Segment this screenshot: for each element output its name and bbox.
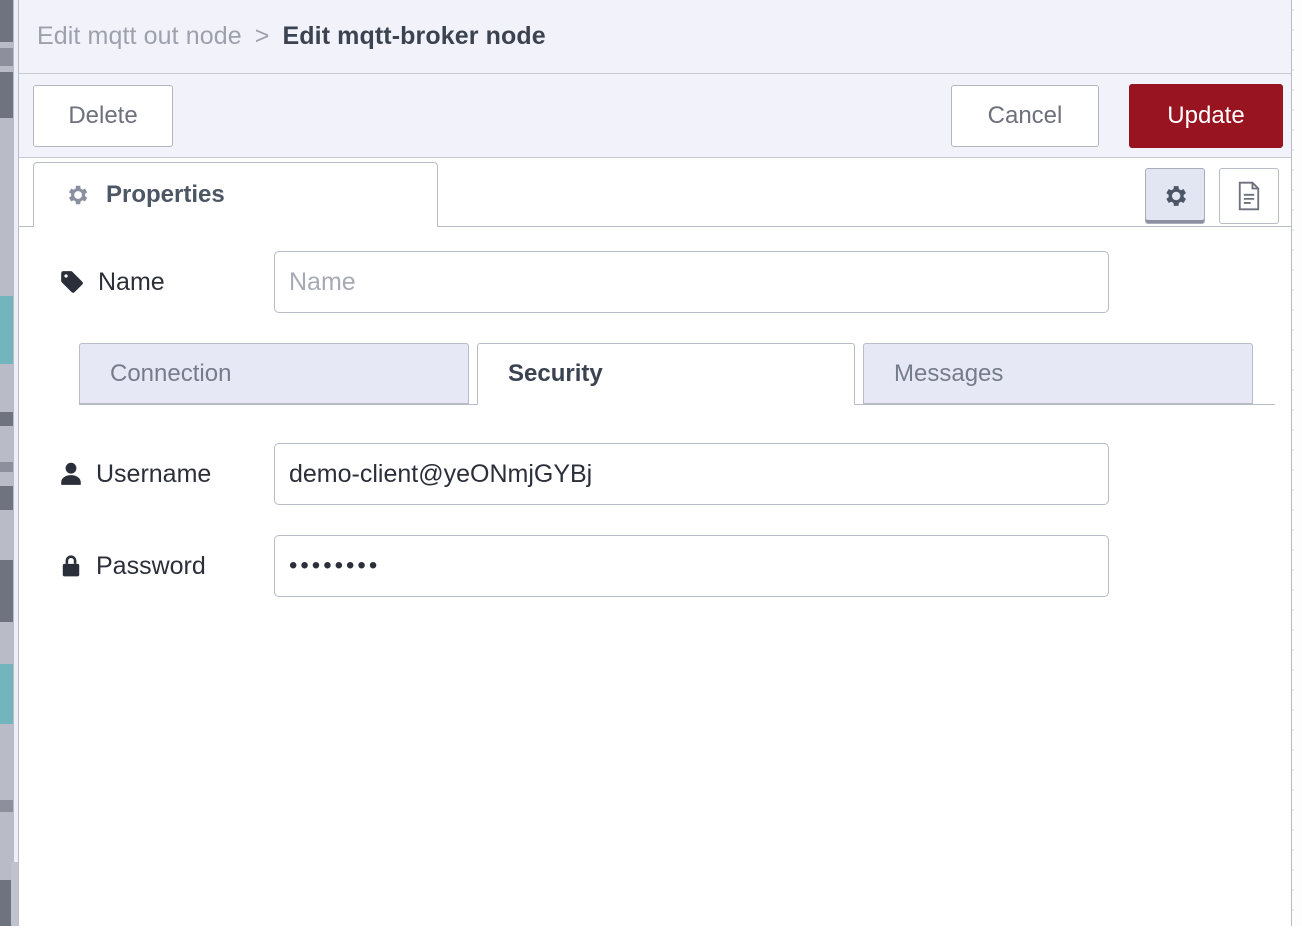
edit-node-dialog: Edit mqtt out node > Edit mqtt-broker no…	[18, 0, 1292, 950]
form-row-password: Password	[19, 535, 1291, 597]
palette-node	[0, 880, 13, 926]
name-label-text: Name	[98, 267, 165, 296]
breadcrumb-separator: >	[254, 22, 270, 50]
palette-node	[0, 48, 13, 66]
palette-node	[0, 0, 13, 42]
palette-node	[0, 412, 13, 426]
toolbar-right-group: Cancel Update	[951, 83, 1283, 148]
palette-node	[0, 462, 13, 472]
palette-node	[0, 800, 13, 812]
dialog-toolbar: Delete Cancel Update	[19, 74, 1291, 158]
palette-node	[0, 560, 13, 622]
tab-properties[interactable]: Properties	[33, 162, 438, 227]
properties-view-button[interactable]	[1145, 168, 1205, 224]
gear-icon	[64, 182, 90, 208]
cancel-button[interactable]: Cancel	[951, 84, 1099, 147]
node-palette-strip	[0, 0, 14, 926]
palette-node	[0, 72, 13, 118]
username-label: Username	[59, 460, 274, 489]
name-label: Name	[59, 268, 274, 297]
tab-messages[interactable]: Messages	[863, 343, 1253, 404]
password-input[interactable]	[274, 535, 1109, 597]
username-input[interactable]	[274, 443, 1109, 505]
palette-node	[0, 296, 13, 364]
canvas-scrollbar-thumb[interactable]	[11, 862, 22, 926]
username-label-text: Username	[96, 459, 212, 488]
user-icon	[59, 461, 83, 487]
update-button[interactable]: Update	[1129, 83, 1283, 148]
password-label-text: Password	[96, 551, 206, 580]
tag-icon	[59, 269, 85, 295]
tab-messages-label: Messages	[894, 359, 1004, 387]
breadcrumb-parent[interactable]: Edit mqtt out node	[37, 22, 242, 50]
form-row-name: Name	[19, 251, 1291, 313]
description-view-button[interactable]	[1219, 168, 1279, 224]
document-icon	[1235, 181, 1263, 211]
dialog-header: Edit mqtt out node > Edit mqtt-broker no…	[19, 0, 1291, 74]
palette-node	[0, 664, 13, 724]
tab-properties-label: Properties	[106, 181, 225, 208]
name-input[interactable]	[274, 251, 1109, 313]
tab-connection-label: Connection	[110, 359, 232, 387]
tabbar-icon-group	[1145, 168, 1279, 224]
security-section-tabs: Connection Security Messages	[79, 343, 1275, 405]
dialog-body: Name Connection Security Messages	[19, 251, 1291, 950]
tab-security[interactable]: Security	[477, 343, 855, 405]
gear-icon	[1161, 182, 1189, 210]
tab-security-label: Security	[508, 360, 603, 387]
delete-button[interactable]: Delete	[33, 84, 173, 147]
tab-connection[interactable]: Connection	[79, 343, 469, 404]
password-label: Password	[59, 552, 274, 581]
lock-icon	[59, 553, 83, 579]
palette-node	[0, 486, 13, 510]
breadcrumb: Edit mqtt out node > Edit mqtt-broker no…	[37, 22, 546, 51]
form-row-username: Username	[19, 443, 1291, 505]
dialog-tabbar: Properties	[19, 158, 1291, 227]
breadcrumb-current: Edit mqtt-broker node	[282, 22, 546, 50]
